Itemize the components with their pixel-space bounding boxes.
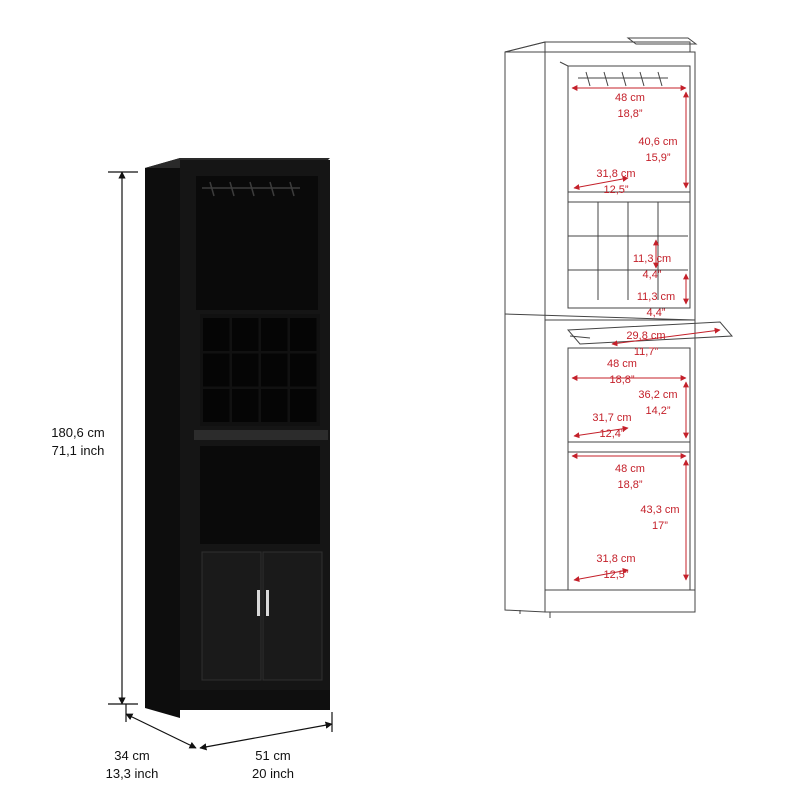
- cabinet-side-panel: [145, 158, 180, 718]
- wine-cubby-cell: [290, 389, 317, 422]
- depth-dimension-line: [125, 713, 197, 749]
- mid-height-cm: 36,2 cm: [638, 389, 677, 401]
- width-inch-label: 20 inch: [252, 766, 294, 781]
- mid-height-in: 14,2”: [645, 405, 670, 417]
- wine-cubby-grid: [200, 314, 320, 426]
- cabinet-base: [180, 690, 330, 710]
- wine-cubby-cell: [232, 353, 259, 387]
- low-depth-cm: 31,8 cm: [596, 553, 635, 565]
- overall-dimension-lines: [108, 171, 333, 751]
- width-cm-label: 51 cm: [255, 748, 290, 763]
- lower-compartment: [200, 446, 320, 544]
- depth-cm-label: 34 cm: [114, 748, 149, 763]
- wine-cubby-cell: [261, 389, 288, 422]
- wine-cubby-cell: [232, 389, 259, 422]
- left-door: [201, 551, 262, 681]
- interior-dimension-lines: [571, 85, 721, 582]
- top-height-in: 15,9”: [645, 152, 670, 164]
- tray-depth-cm: 29,8 cm: [626, 330, 665, 342]
- bar-handle-icon: [257, 590, 260, 616]
- height-cm-label: 180,6 cm: [51, 425, 104, 440]
- top-width-cm: 48 cm: [615, 92, 645, 104]
- cubby1-cm: 11,3 cm: [633, 253, 671, 265]
- mid-width-cm: 48 cm: [607, 358, 637, 370]
- mid-depth-cm: 31,7 cm: [592, 412, 631, 424]
- wine-cubby-cell: [290, 353, 317, 387]
- wine-cubby-cell: [261, 353, 288, 387]
- low-depth-in: 12,5”: [603, 569, 628, 581]
- black-cabinet: [145, 158, 330, 718]
- mid-width-in: 18,8”: [609, 374, 634, 386]
- cubby1-in: 4,4”: [643, 269, 662, 281]
- cubby2-in: 4,4”: [647, 307, 666, 319]
- wine-cubby-cell: [261, 318, 288, 351]
- wine-cubby-cell: [232, 318, 259, 351]
- drawing-side-panel: [504, 41, 546, 613]
- right-door: [262, 551, 323, 681]
- wine-cubby-cell: [290, 318, 317, 351]
- wine-cubby-cell: [203, 318, 230, 351]
- wine-cubby-cell: [203, 389, 230, 422]
- top-width-in: 18,8”: [617, 108, 642, 120]
- mid-depth-in: 12,4”: [599, 428, 624, 440]
- line-drawing-cabinet: [504, 37, 734, 618]
- drawing-pull-out-tray: [566, 321, 734, 345]
- bar-handle-icon: [266, 590, 269, 616]
- upper-compartment: [196, 176, 318, 310]
- cubby2-cm: 11,3 cm: [637, 291, 675, 303]
- low-height-in: 17”: [652, 520, 668, 532]
- depth-inch-label: 13,3 inch: [106, 766, 159, 781]
- width-dimension-line: [199, 721, 333, 751]
- glass-rack-icon: [202, 181, 300, 197]
- height-inch-label: 71,1 inch: [52, 443, 105, 458]
- top-height-cm: 40,6 cm: [638, 136, 677, 148]
- low-width-cm: 48 cm: [615, 463, 645, 475]
- low-height-cm: 43,3 cm: [640, 504, 679, 516]
- wine-cubby-cell: [203, 353, 230, 387]
- top-depth-in: 12,5”: [603, 184, 628, 196]
- low-width-in: 18,8”: [617, 479, 642, 491]
- top-depth-cm: 31,8 cm: [596, 168, 635, 180]
- tray-depth-in: 11,7”: [634, 346, 659, 358]
- pull-out-tray: [194, 430, 328, 440]
